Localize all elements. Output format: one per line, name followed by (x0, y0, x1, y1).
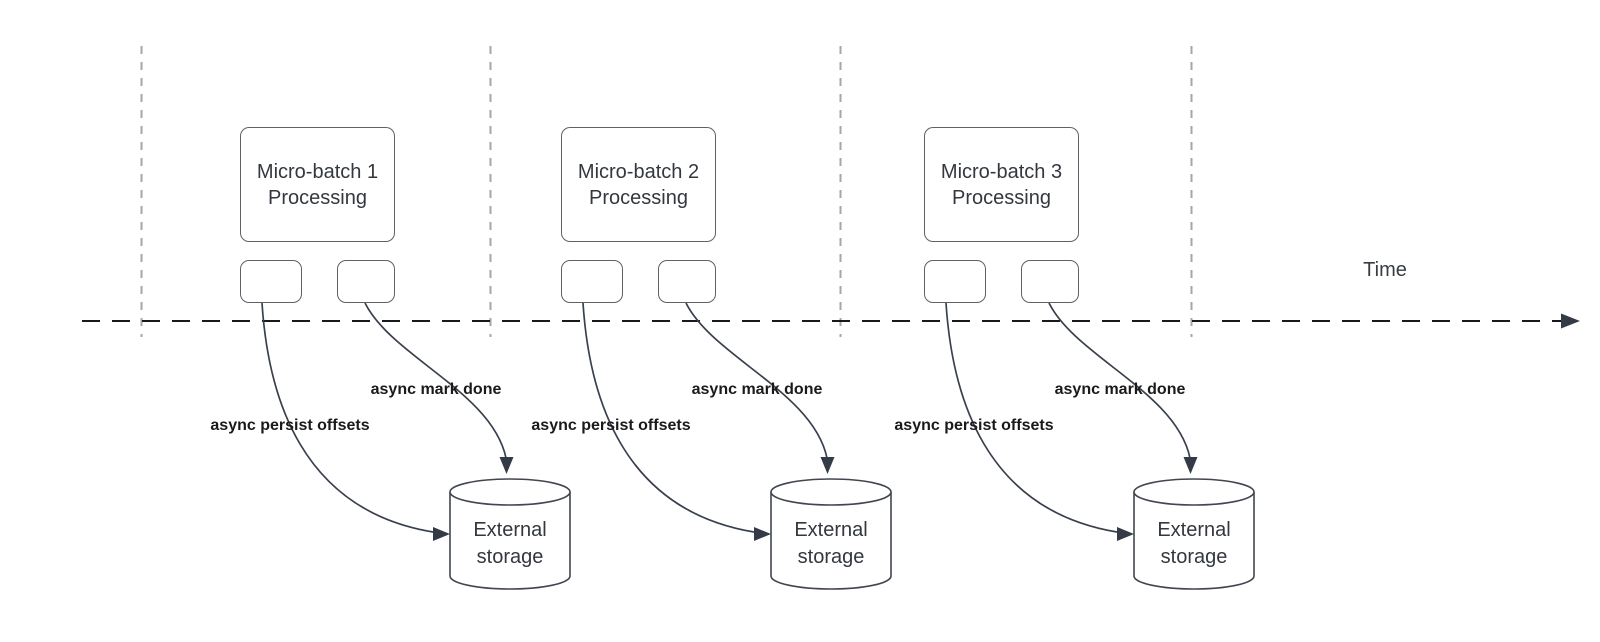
time-axis-arrowhead-icon (1561, 313, 1580, 329)
flowset-group-3 (945, 302, 1255, 590)
flowset-group-2 (582, 302, 892, 590)
time-axis-label: Time (1363, 259, 1407, 281)
flowset-group-1 (261, 302, 571, 590)
